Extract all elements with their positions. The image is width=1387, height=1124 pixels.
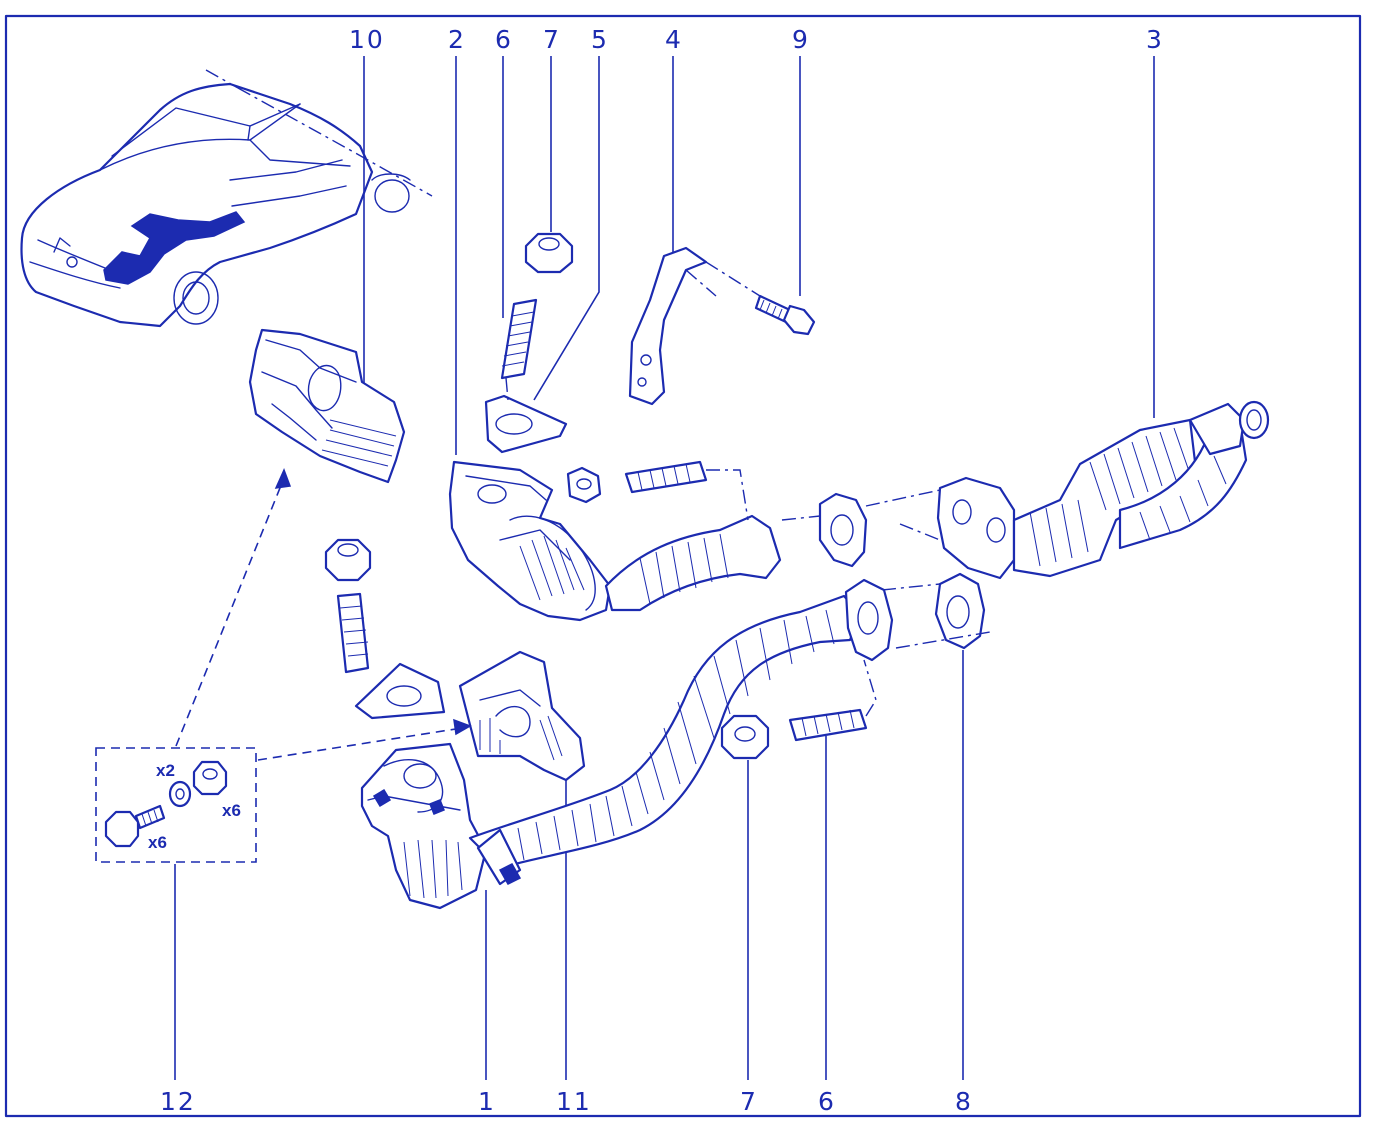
top-fastener-group: [484, 232, 574, 454]
callouts-top: 10 2 6 7 5 4 9 3: [349, 25, 1164, 54]
kit-outline: [95, 747, 257, 863]
callout-5: 5: [591, 25, 609, 54]
callout-3: 3: [1146, 25, 1164, 54]
kit-arrow-to-upper-shield: [175, 477, 285, 747]
diagram-frame: [4, 14, 1362, 1118]
upper-flange-gasket: [781, 489, 941, 568]
callout-7-bottom: 7: [740, 1087, 758, 1116]
callout-4: 4: [665, 25, 683, 54]
callout-10: 10: [349, 25, 385, 54]
callouts-bottom: 12 1 11 7 6 8: [160, 1087, 973, 1116]
callout-7-top: 7: [543, 25, 561, 54]
qty-nut: x6: [222, 801, 241, 820]
heat-shield-upper: [248, 328, 406, 484]
qty-bolt: x6: [148, 833, 167, 852]
callout-1: 1: [478, 1087, 496, 1116]
leader-lines: [174, 56, 1155, 1080]
fastener-kit-box: x2 x6 x6: [95, 468, 472, 863]
bracket-and-bolt: [628, 246, 816, 406]
callout-6-bottom: 6: [818, 1087, 836, 1116]
bottom-fastener-group: [720, 659, 877, 760]
upper-manifold-catalyst: [448, 460, 782, 622]
callout-9: 9: [792, 25, 810, 54]
lower-manifold-catalyst: [324, 538, 894, 910]
kit-arrow-to-lower-shield: [257, 727, 463, 761]
callout-2: 2: [448, 25, 466, 54]
callout-11: 11: [556, 1087, 592, 1116]
lower-flange-gasket: [881, 572, 991, 650]
vehicle-locator-sketch: [20, 69, 433, 328]
qty-washer: x2: [156, 761, 175, 780]
callout-12: 12: [160, 1087, 196, 1116]
callout-8: 8: [955, 1087, 973, 1116]
callout-6-top: 6: [495, 25, 513, 54]
rear-catalyst-assembly: [899, 400, 1270, 580]
